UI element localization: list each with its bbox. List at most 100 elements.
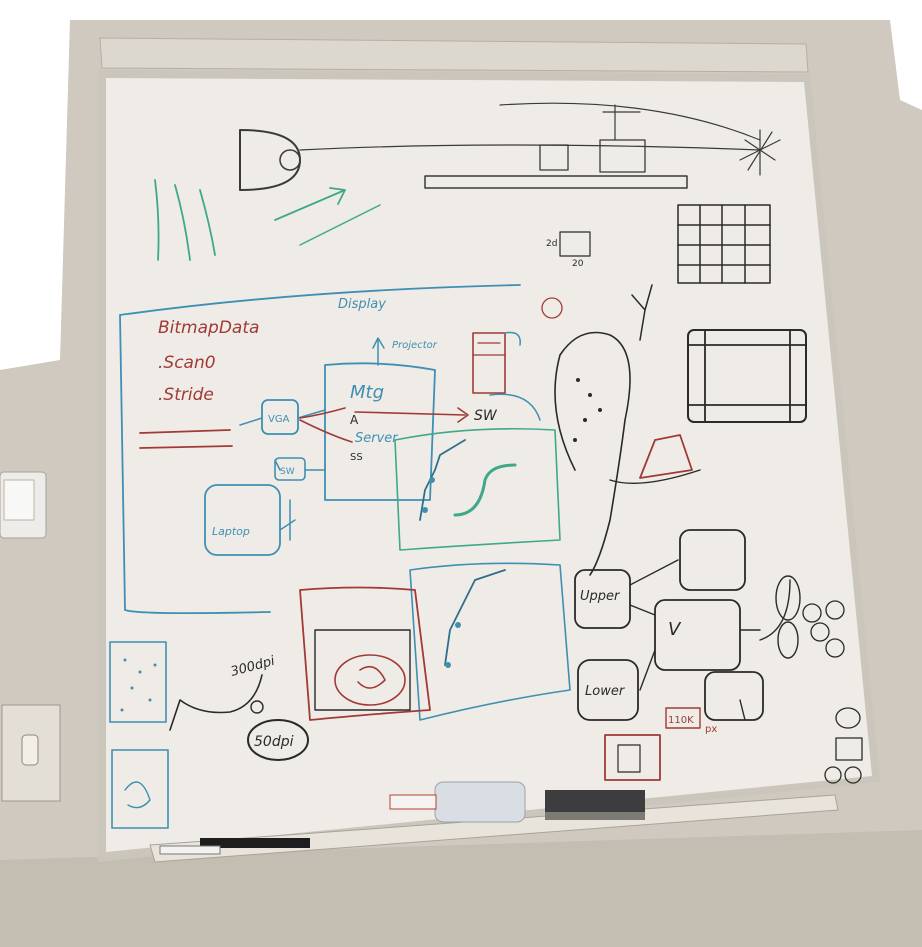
grid-small-lines	[677, 204, 771, 284]
red-small-box-divider	[472, 342, 506, 356]
mtg-label: Mtg	[350, 382, 384, 403]
node-circle-2	[810, 622, 830, 642]
node-circle-1	[802, 603, 822, 623]
node-circle-4	[824, 766, 842, 784]
figure-drawing	[124, 781, 151, 809]
110k-box	[665, 707, 701, 729]
beam-arc	[499, 102, 761, 141]
px-label: px	[705, 724, 717, 735]
red-small-box	[472, 332, 506, 394]
small-box-2d	[559, 231, 591, 257]
110k-label: 110K	[668, 715, 694, 726]
v-box	[654, 599, 741, 671]
stride-label: .Stride	[158, 385, 214, 405]
marker-black	[200, 838, 310, 848]
red-circle	[334, 654, 406, 706]
d-shape-circle	[279, 149, 301, 171]
projector-box	[539, 144, 569, 171]
sw-box	[274, 457, 306, 481]
wall-lower	[0, 830, 922, 947]
teal-plot-box	[394, 427, 561, 551]
sw-box-label: SW	[280, 467, 295, 477]
laptop-box	[204, 484, 281, 556]
figure-panel	[111, 749, 169, 829]
projector-box-2	[599, 139, 646, 173]
beam-line	[299, 144, 761, 151]
20-label: 20	[572, 259, 584, 269]
display-label: Display	[338, 297, 386, 312]
panel-dot-6	[153, 663, 157, 667]
node-circle-5	[844, 766, 862, 784]
2d-label: 2d	[546, 239, 557, 249]
dotted-panel	[109, 641, 167, 723]
blue-plot-curve	[444, 569, 506, 666]
dark-mat	[314, 629, 411, 711]
panel-dot-5	[120, 708, 124, 712]
blob-dot-2	[588, 393, 592, 397]
curve-dot-3	[445, 662, 451, 668]
display-box	[324, 362, 436, 501]
grid-large	[687, 329, 807, 423]
starburst	[739, 129, 781, 176]
node-oval-2	[777, 621, 799, 659]
top-right-box	[679, 529, 746, 591]
light-switch-toggle	[21, 734, 39, 766]
lower-label: Lower	[585, 684, 626, 699]
projector-rail	[424, 175, 688, 189]
node-dc	[835, 707, 861, 729]
red-rect-bottom	[604, 734, 661, 781]
spray-nozzle	[389, 794, 437, 810]
red-trapezoid	[639, 434, 693, 479]
thermostat-display	[3, 479, 35, 521]
blob-dot-1	[576, 378, 580, 382]
panel-dot-3	[130, 686, 134, 690]
marker-white	[159, 845, 221, 855]
teal-curve	[419, 439, 466, 521]
bitmapdata-label: BitmapData	[158, 318, 259, 338]
node-circle-3	[825, 638, 845, 658]
right-box	[704, 671, 764, 721]
red-frame	[299, 586, 431, 721]
red-arrows-left	[139, 429, 233, 449]
signature-curve	[169, 674, 263, 731]
spray-bottle	[434, 781, 526, 823]
grid-large-lines	[687, 329, 807, 423]
node-box	[835, 737, 863, 761]
blob-dot-4	[583, 418, 587, 422]
laptop-label: Laptop	[212, 525, 250, 538]
board-top-rail	[99, 37, 809, 73]
red-dot-circle	[541, 297, 563, 319]
ss-label: SS	[350, 452, 363, 463]
panel-dot-1	[123, 658, 127, 662]
big-blue-box	[119, 284, 521, 615]
blob-shape	[554, 331, 631, 576]
blob-tail	[609, 469, 701, 484]
board-surface	[106, 78, 872, 852]
grid-small	[677, 204, 771, 284]
v-label: V	[668, 619, 682, 640]
projector-arrow	[372, 337, 385, 366]
blue-arrow-right	[489, 331, 541, 421]
scan0-label: .Scan0	[158, 353, 216, 373]
red-scribble	[357, 665, 386, 689]
projector-stand	[602, 104, 641, 141]
upper-label: Upper	[580, 589, 621, 604]
node-circle-a	[825, 600, 845, 620]
blue-connectors	[239, 409, 326, 541]
projector-label: Projector	[392, 340, 438, 351]
a-label: A	[350, 413, 359, 427]
signature-node	[250, 700, 264, 714]
red-arrow-a	[299, 407, 469, 443]
curve-dot-2	[429, 477, 435, 483]
upper-box	[574, 569, 631, 629]
green-strokes	[154, 179, 216, 261]
lower-box	[577, 659, 639, 721]
vga-label: VGA	[268, 414, 290, 425]
vga-box	[261, 399, 299, 435]
blue-plot-box	[409, 562, 571, 721]
dpi-ellipse	[247, 719, 309, 761]
uvl-arrows	[629, 559, 791, 721]
curve-dot-4	[455, 622, 461, 628]
blob-dot-5	[573, 438, 577, 442]
